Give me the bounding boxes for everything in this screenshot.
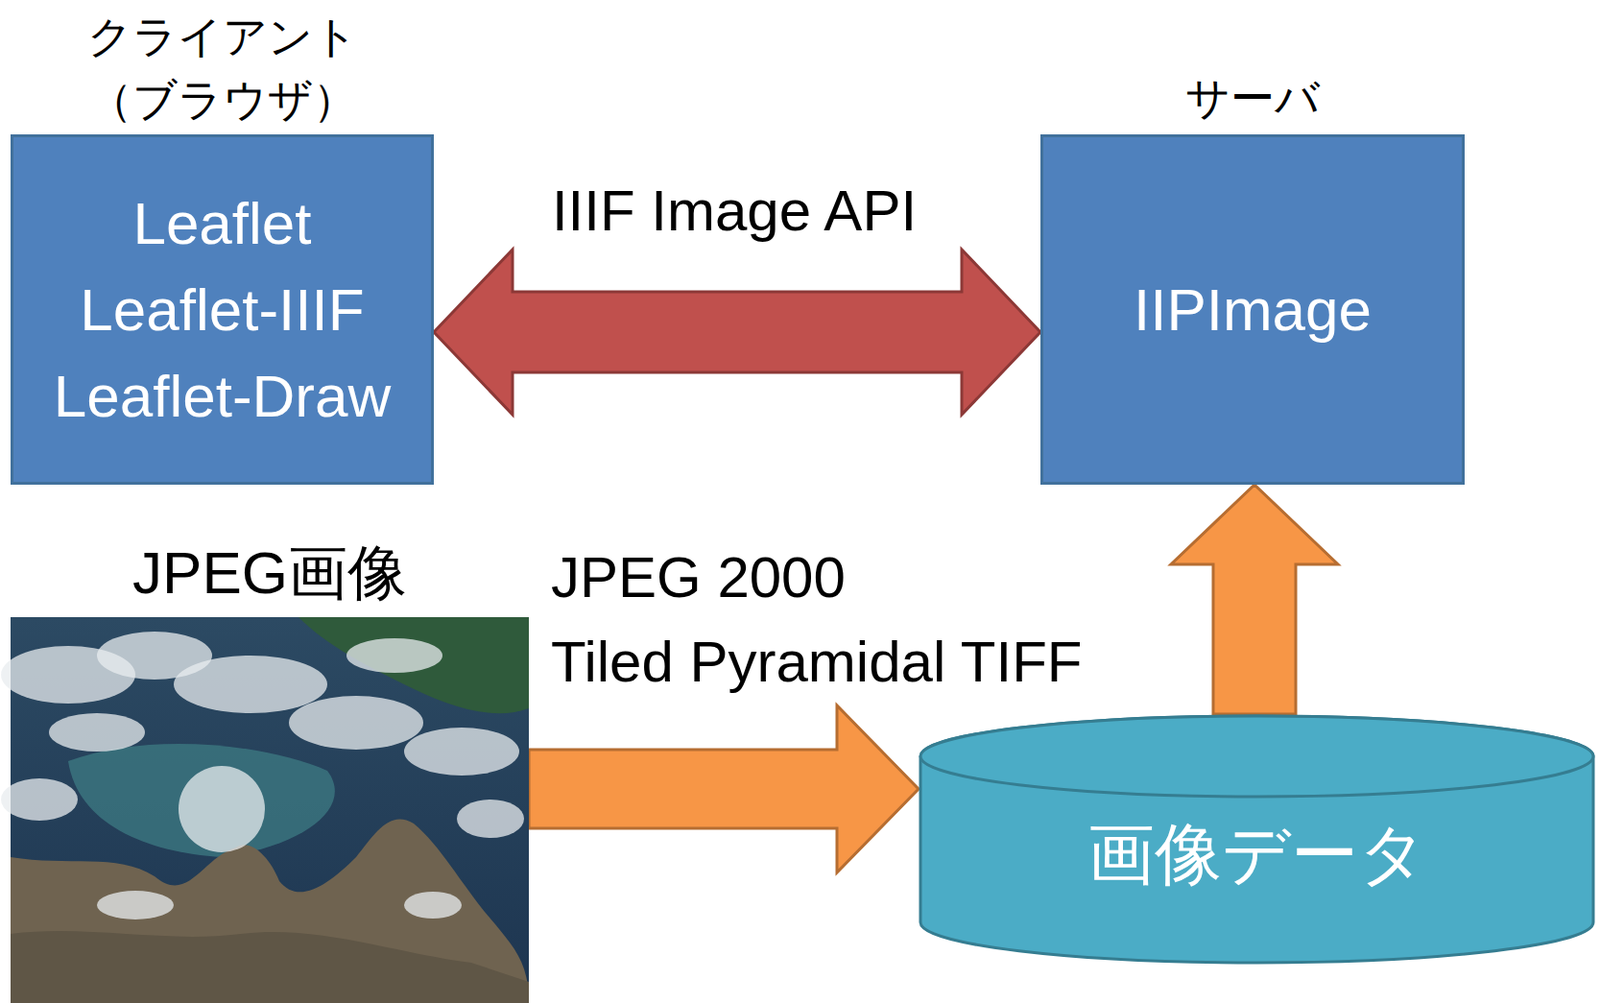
mainland	[10, 818, 529, 1003]
block-arrow	[1170, 484, 1338, 715]
image-heading: JPEG画像	[132, 538, 407, 608]
heading-holder: JPEG画像	[132, 538, 407, 608]
cloud	[404, 727, 520, 776]
box-heading: サーバ	[1185, 66, 1320, 130]
cylinder-top	[920, 716, 1594, 797]
edge-label: JPEG 2000 Tiled Pyramidal TIFF	[550, 535, 1082, 705]
heading-holder: クライアント （ブラウザ）	[87, 4, 359, 132]
cloud	[178, 765, 265, 853]
cloud	[288, 695, 424, 750]
heading-holder: サーバ	[1185, 66, 1320, 130]
cloud	[346, 638, 443, 673]
server-name: IIPImage	[1133, 271, 1372, 349]
cloud	[456, 799, 525, 838]
cloud	[48, 713, 145, 752]
inland-terrain	[10, 931, 529, 1003]
satellite-photo	[10, 617, 529, 1003]
database-label: 画像データ	[1087, 813, 1428, 895]
database-cylinder: 画像データ	[918, 714, 1596, 965]
box-heading: クライアント （ブラウザ）	[87, 4, 359, 132]
shallow-water	[68, 743, 335, 858]
source-image: JPEG画像	[10, 617, 529, 1003]
server-box: サーバIIPImage	[1040, 134, 1465, 485]
block-arrow	[528, 705, 919, 873]
edge-label: IIIF Image API	[551, 179, 917, 243]
cloud	[173, 655, 328, 714]
client-box: クライアント （ブラウザ）Leaflet Leaflet-IIIF Leafle…	[10, 134, 434, 485]
label-holder: IIIF Image API	[551, 179, 917, 243]
cloud	[96, 890, 174, 920]
block-arrow	[433, 249, 1041, 415]
cloud	[404, 891, 462, 919]
label-holder: JPEG 2000 Tiled Pyramidal TIFF	[550, 535, 1082, 705]
library-list: Leaflet Leaflet-IIIF Leaflet-Draw	[53, 180, 391, 440]
cylinder-body	[920, 716, 1594, 963]
cloud	[0, 778, 78, 821]
